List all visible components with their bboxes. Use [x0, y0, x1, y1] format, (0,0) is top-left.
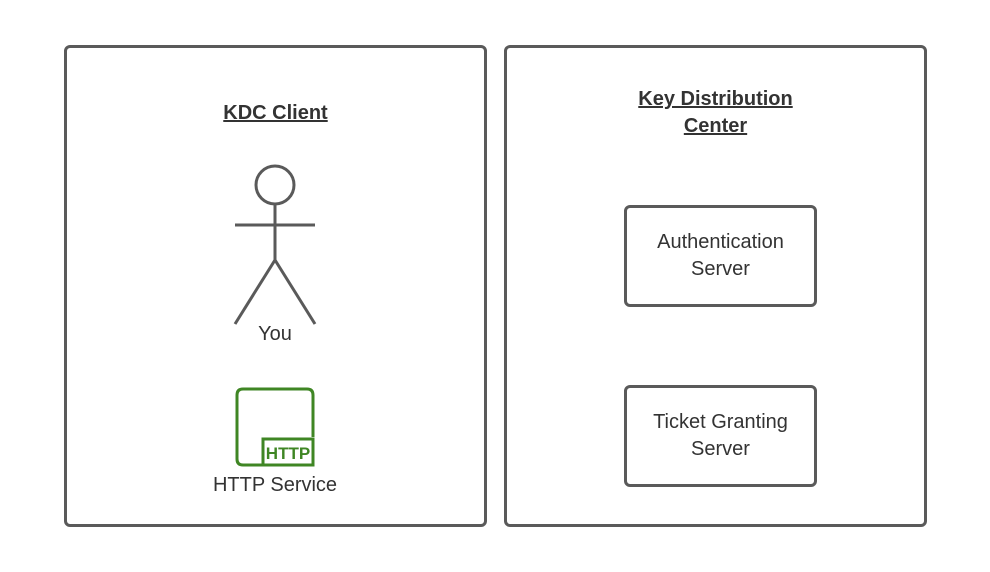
kdc-title: Key Distribution Center	[504, 86, 927, 140]
user-actor-icon	[233, 164, 317, 325]
kdc-client-panel	[64, 45, 487, 527]
http-badge-text: HTTP	[266, 444, 310, 463]
kdc-panel	[504, 45, 927, 527]
kdc-title-line2: Center	[683, 115, 748, 137]
server-label: Ticket Granting	[653, 411, 788, 433]
http-service-label: HTTP Service	[212, 474, 338, 496]
server-label: Server	[691, 438, 750, 460]
server-label: Server	[691, 258, 750, 280]
kdc-title-line1: Key Distribution	[638, 88, 793, 110]
kdc-client-title: KDC Client	[223, 102, 328, 124]
http-service-icon: HTTP	[235, 387, 315, 467]
actor-label: You	[258, 323, 292, 345]
server-label: Authentication	[657, 231, 784, 253]
